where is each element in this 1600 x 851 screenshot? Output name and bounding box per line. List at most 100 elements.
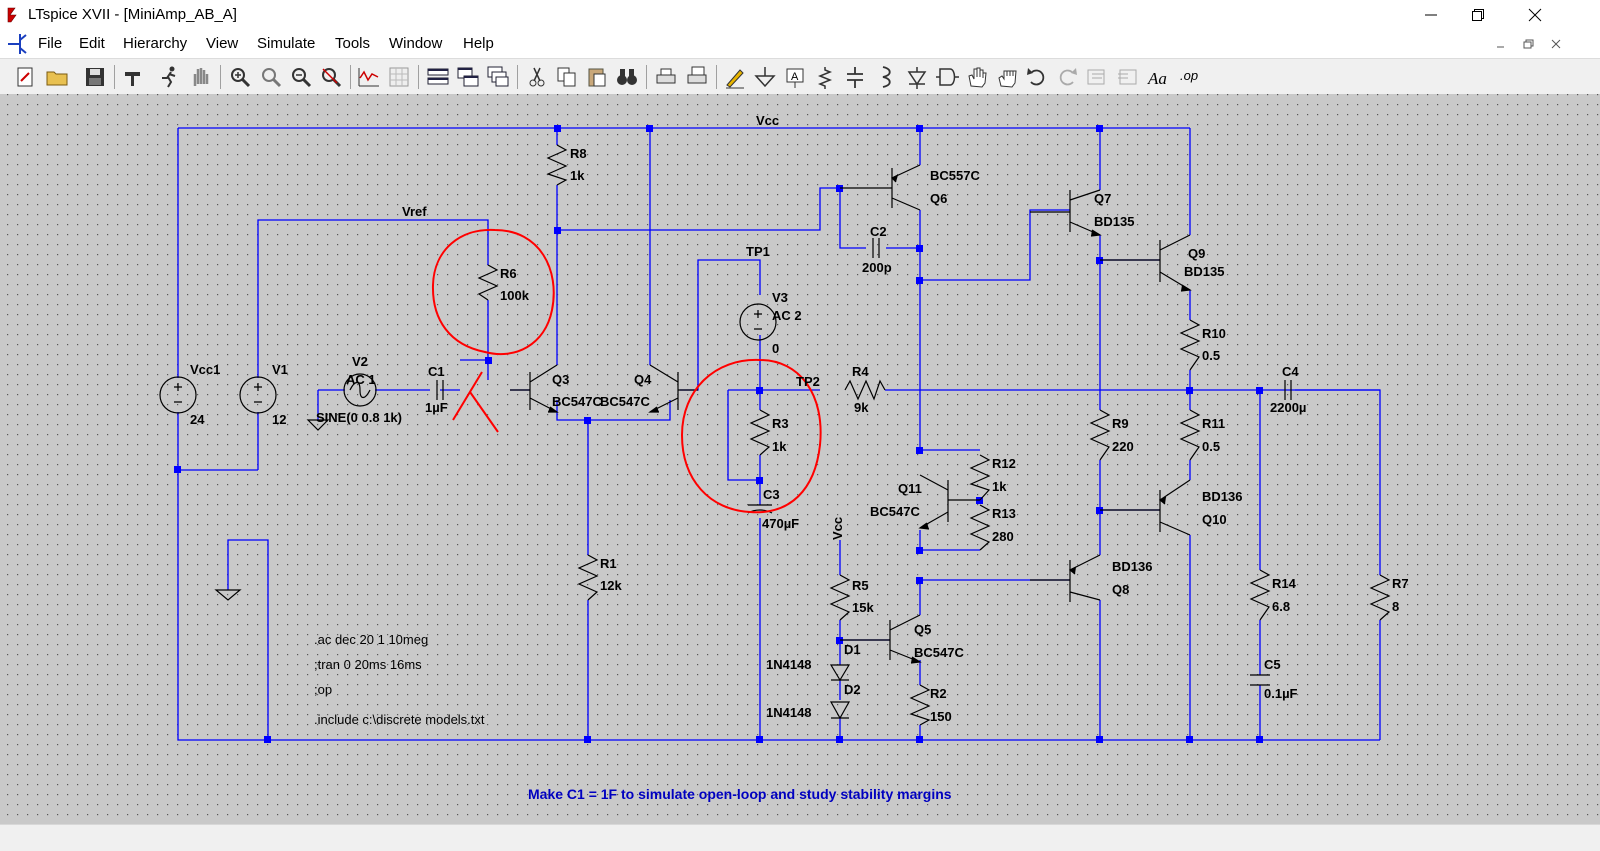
scissors-icon: [529, 67, 545, 87]
redo-icon: [1059, 68, 1077, 86]
move-button[interactable]: [964, 64, 990, 90]
undo-icon: [1027, 68, 1045, 86]
mirror-icon: [1118, 69, 1137, 85]
r7-name: R7: [1392, 576, 1409, 591]
tile-vertical-button[interactable]: [455, 64, 481, 90]
zoom-in-button[interactable]: [227, 64, 253, 90]
open-button[interactable]: [44, 64, 70, 90]
place-capacitor-button[interactable]: [842, 64, 868, 90]
binoculars-icon: [617, 69, 637, 85]
print-setup-icon: [687, 66, 707, 84]
halt-button[interactable]: [188, 64, 214, 90]
tile-horizontal-button[interactable]: [425, 64, 451, 90]
mdi-minimize-icon[interactable]: [1492, 37, 1510, 53]
zoom-fit-button[interactable]: [318, 64, 344, 90]
mirror-button[interactable]: [1114, 64, 1140, 90]
r2-name: R2: [930, 686, 947, 701]
svg-text:A: A: [791, 71, 799, 83]
zoom-out-button[interactable]: [288, 64, 314, 90]
redo-button[interactable]: [1054, 64, 1080, 90]
save-button[interactable]: [82, 64, 108, 90]
r10-name: R10: [1202, 326, 1226, 341]
new-schematic-icon: [17, 67, 33, 87]
schematic-comment[interactable]: Make C1 = 1F to simulate open-loop and s…: [528, 786, 952, 802]
waveform-icon: [358, 68, 379, 87]
q8-value: BD136: [1112, 559, 1152, 574]
print-button[interactable]: [653, 64, 679, 90]
autorange-button[interactable]: [356, 64, 382, 90]
q10-value: BD136: [1202, 489, 1242, 504]
copy-button[interactable]: [554, 64, 580, 90]
spice-directive-button[interactable]: .op: [1180, 68, 1199, 83]
net-label-vcc: Vcc: [756, 113, 779, 128]
label-net-button[interactable]: A: [782, 64, 808, 90]
spice-directive-tran[interactable]: ;tran 0 20ms 16ms: [314, 657, 422, 672]
control-panel-button[interactable]: [120, 64, 146, 90]
menu-edit[interactable]: Edit: [79, 35, 105, 52]
drag-hand-icon: [998, 70, 1017, 88]
r4-name: R4: [852, 364, 869, 379]
close-window-button[interactable]: [1512, 0, 1558, 30]
ltspice-component-icon: [8, 34, 27, 54]
place-inductor-button[interactable]: [872, 64, 898, 90]
q4-value: BC547C: [600, 394, 650, 409]
q7-name: Q7: [1094, 191, 1111, 206]
resistor-icon: [817, 67, 833, 89]
mdi-restore-icon[interactable]: [1520, 37, 1538, 53]
spice-directive-op[interactable]: ;op: [314, 682, 332, 697]
labels: Vcc Vref TP1 TP2 Vcc Vcc1 24 V1 12 V2 AC…: [190, 113, 1409, 802]
menu-view[interactable]: View: [206, 35, 239, 52]
spice-directive-ac[interactable]: .ac dec 20 1 10meg: [314, 632, 428, 647]
rotate-button[interactable]: [1084, 64, 1110, 90]
diode-icon: [907, 67, 927, 89]
place-diode-button[interactable]: [904, 64, 930, 90]
restore-window-button[interactable]: [1455, 0, 1501, 30]
cross-annotation: [452, 371, 499, 433]
grid-button[interactable]: [386, 64, 412, 90]
text-icon: Aa: [1147, 69, 1167, 88]
capacitor-icon: [847, 67, 863, 88]
print-setup-button[interactable]: [684, 64, 710, 90]
ltspice-app-icon: [7, 7, 17, 23]
schematic-canvas[interactable]: Vcc Vref TP1 TP2 Vcc Vcc1 24 V1 12 V2 AC…: [0, 94, 1600, 824]
run-button[interactable]: [156, 64, 182, 90]
q4-name: Q4: [634, 372, 652, 387]
mdi-close-icon[interactable]: [1548, 37, 1566, 53]
place-component-button[interactable]: [934, 64, 960, 90]
find-button[interactable]: [614, 64, 640, 90]
tile-horizontal-icon: [427, 68, 449, 85]
menu-tools[interactable]: Tools: [335, 35, 371, 52]
r6-circle-annotation: [431, 228, 555, 356]
paste-button[interactable]: [584, 64, 610, 90]
pan-button[interactable]: [258, 64, 284, 90]
r7-value: 8: [1392, 599, 1399, 614]
d1-name: D1: [844, 642, 861, 657]
r9-name: R9: [1112, 416, 1129, 431]
place-resistor-button[interactable]: [812, 64, 838, 90]
text-button[interactable]: Aa: [1146, 64, 1172, 90]
d1-value: 1N4148: [766, 657, 812, 672]
new-schematic-button[interactable]: [12, 64, 38, 90]
drag-button[interactable]: [994, 64, 1020, 90]
paste-icon: [588, 68, 606, 87]
running-man-icon: [162, 66, 176, 88]
menu-window[interactable]: Window: [389, 35, 443, 52]
r10-value: 0.5: [1202, 348, 1220, 363]
net-label-tp2: TP2: [796, 374, 820, 389]
r13-name: R13: [992, 506, 1016, 521]
place-ground-button[interactable]: [752, 64, 778, 90]
d2-value: 1N4148: [766, 705, 812, 720]
menu-hierarchy[interactable]: Hierarchy: [123, 35, 188, 52]
schematic-drawing[interactable]: Vcc Vref TP1 TP2 Vcc Vcc1 24 V1 12 V2 AC…: [0, 94, 1600, 824]
draw-wire-button[interactable]: [722, 64, 748, 90]
cascade-button[interactable]: [485, 64, 511, 90]
menu-simulate[interactable]: Simulate: [257, 35, 316, 52]
c2-name: C2: [870, 224, 887, 239]
spice-directive-include[interactable]: .include c:\discrete models.txt: [314, 712, 485, 727]
minimize-window-button[interactable]: [1408, 0, 1454, 30]
undo-button[interactable]: [1024, 64, 1050, 90]
cut-button[interactable]: [524, 64, 550, 90]
menu-file[interactable]: File: [38, 35, 63, 52]
menu-help[interactable]: Help: [463, 35, 494, 52]
c5-value: 0.1µF: [1264, 686, 1298, 701]
